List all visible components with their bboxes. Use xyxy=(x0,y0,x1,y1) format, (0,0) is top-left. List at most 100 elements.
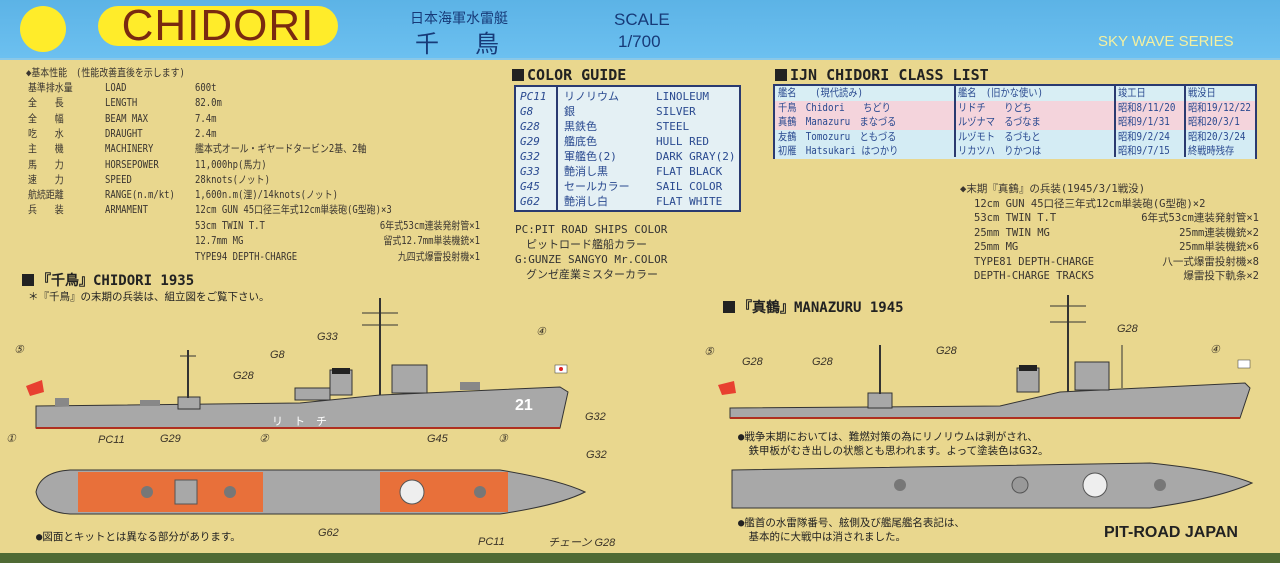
color-code: G28 xyxy=(520,120,540,133)
spec-value: 28knots(ノット) xyxy=(195,173,270,186)
color-guide-heading: COLOR GUIDE xyxy=(512,66,626,84)
color-name-en: STEEL xyxy=(656,120,690,133)
armament-jp: 25mm連装機銃×2 xyxy=(1179,226,1259,239)
color-name-jp: 黒鉄色 xyxy=(564,120,597,133)
paint-callout: G32 xyxy=(585,411,606,423)
class-cell: 昭和9/7/15 xyxy=(1118,145,1170,158)
series-name: SKY WAVE SERIES xyxy=(1098,33,1234,50)
color-name-en: SILVER xyxy=(656,105,696,118)
manazuru-note-b: ●艦首の水雷隊番号、舷側及び艦尾艦名表記は、 基本的に大戦中は消されました。 xyxy=(738,516,965,544)
chidori-heading: 『千鳥』CHIDORI 1935 xyxy=(22,270,194,290)
armament-jp: 6年式53cm連装発射管×1 xyxy=(379,220,480,232)
note-line: 基本的に大戦中は消されました。 xyxy=(738,531,906,543)
class-cell: 昭和8/11/20 xyxy=(1118,101,1176,114)
yellow-circle-logo xyxy=(20,6,66,52)
class-cell: 艦名 (現代読み) xyxy=(778,87,864,99)
spec-label-jp: 主 機 xyxy=(28,143,64,156)
spec-label-en: LENGTH xyxy=(105,97,138,110)
class-cell: ルヅナマ るづなま xyxy=(958,116,1041,129)
class-cell: 竣工日 xyxy=(1118,87,1146,99)
paint-callout: チェーン G28 xyxy=(548,537,616,549)
bottom-strip xyxy=(0,553,1280,563)
class-cell: 昭和20/3/24 xyxy=(1188,130,1246,143)
paint-callout: ④ xyxy=(536,326,546,338)
late-armament-row: 12cm GUN 45口径三年式12cm単装砲(G型砲)×2 xyxy=(974,197,1259,212)
paint-callout: G29 xyxy=(160,433,181,445)
spec-label-jp: 兵 装 xyxy=(28,204,64,217)
class-list-table: 艦名 (現代読み)艦名 (旧かな使い)竣工日戦没日千鳥 Chidori ちどりリ… xyxy=(773,84,1257,160)
spec-value: 艦本式オール・ギヤードタービン2基、2軸 xyxy=(195,143,367,156)
color-code: G62 xyxy=(520,195,540,208)
color-code: G8 xyxy=(520,105,534,118)
class-cell: 昭和19/12/22 xyxy=(1188,101,1251,114)
color-code: G33 xyxy=(520,165,540,178)
class-cell: 昭和9/2/24 xyxy=(1118,130,1170,143)
note-line: 鉄甲板がむき出しの状態とも思われます。よって塗装色はG32。 xyxy=(738,445,1049,457)
spec-label-jp: 基準排水量 xyxy=(28,82,73,94)
paint-callout: ⑤ xyxy=(14,344,24,356)
manazuru-top-view xyxy=(731,462,1254,509)
spec-label-jp: 全 幅 xyxy=(28,112,64,125)
color-name-en: DARK GRAY(2) xyxy=(656,150,736,163)
paint-callout: G28 xyxy=(233,370,254,382)
color-name-jp: 艶消し白 xyxy=(564,195,608,208)
note-line: ●艦首の水雷隊番号、舷側及び艦尾艦名表記は、 xyxy=(738,517,965,529)
color-name-en: FLAT WHITE xyxy=(656,195,723,208)
paint-callout: G33 xyxy=(317,331,338,343)
chidori-side-view xyxy=(26,298,569,429)
paint-callout: G32 xyxy=(586,449,607,461)
divider xyxy=(954,86,956,157)
color-name-jp: 艦底色 xyxy=(564,135,597,148)
specs-heading: ◆基本性能 (性能改善直後を示します) xyxy=(26,67,185,79)
class-cell: 終戦時残存 xyxy=(1188,145,1235,158)
hull-name: リ ト チ xyxy=(272,415,327,428)
paint-callout: G62 xyxy=(318,527,339,539)
class-cell: リカツハ りかつは xyxy=(958,145,1042,158)
spec-label-jp: 速 力 xyxy=(28,173,64,186)
armament-en: 25mm TWIN MG xyxy=(974,226,1050,239)
spec-label-jp: 馬 力 xyxy=(28,158,64,171)
color-name-en: HULL RED xyxy=(656,135,709,148)
class-list-heading: IJN CHIDORI CLASS LIST xyxy=(775,66,989,84)
ship-name-jp: 千 鳥 xyxy=(415,31,505,58)
spec-label-jp: 全 長 xyxy=(28,97,64,110)
chidori-note: ＊『千鳥』の末期の兵装は、組立図をご覧下さい。 xyxy=(28,291,270,303)
paint-callout: G45 xyxy=(427,433,448,445)
product-title: CHIDORI xyxy=(98,4,338,48)
paint-callout: PC11 xyxy=(98,434,125,446)
late-armament: ◆末期『真鶴』の兵装(1945/3/1戦没) 12cm GUN 45口径三年式1… xyxy=(960,182,1259,284)
color-name-jp: セールカラー xyxy=(564,180,630,193)
armament-en: 53cm TWIN T.T xyxy=(195,220,265,232)
paint-callout: ⑤ xyxy=(704,346,714,358)
color-guide-title: COLOR GUIDE xyxy=(527,66,627,84)
armament-jp: 爆雷投下軌条×2 xyxy=(1183,270,1259,282)
class-row: 初雁 Hatsukari はつかり リカツハ りかつは 昭和9/7/15 終戦時残存 xyxy=(775,144,1255,160)
late-armament-heading: ◆末期『真鶴』の兵装(1945/3/1戦没) xyxy=(960,183,1146,195)
armament-jp: 八一式爆雷投射機×8 xyxy=(1162,255,1259,268)
color-note: G:GUNZE SANGYO Mr.COLOR xyxy=(515,253,668,266)
color-name-en: FLAT BLACK xyxy=(656,165,723,178)
class-cell: 初雁 Hatsukari はつかり xyxy=(778,145,899,158)
late-armament-row: 25mm TWIN MG 25mm連装機銃×2 xyxy=(974,226,1259,241)
class-list-title: IJN CHIDORI CLASS LIST xyxy=(790,66,989,84)
chidori-top-view xyxy=(35,469,587,515)
color-note: ピットロード艦船カラー xyxy=(515,238,647,251)
spec-label-en: MACHINERY xyxy=(105,143,154,156)
brand-name: PIT-ROAD JAPAN xyxy=(1104,524,1238,541)
chidori-title: 『千鳥』CHIDORI 1935 xyxy=(37,273,195,289)
paint-callout: ③ xyxy=(498,433,508,445)
subtitle-jp: 日本海軍水雷艇 xyxy=(410,10,508,26)
color-code: PC11 xyxy=(520,90,547,103)
color-note: グンゼ産業ミスターカラー xyxy=(515,268,658,281)
scale-value: 1/700 xyxy=(618,32,661,51)
spec-value: 12cm GUN 45口径三年式12cm単装砲(G型砲)×3 xyxy=(195,204,392,217)
spec-label-en: BEAM MAX xyxy=(105,112,148,125)
color-name-jp: 艶消し黒 xyxy=(564,165,608,178)
header-band: CHIDORI 日本海軍水雷艇 千 鳥 SCALE 1/700 SKY WAVE… xyxy=(0,0,1280,60)
paint-callout: PC11 xyxy=(478,536,505,548)
